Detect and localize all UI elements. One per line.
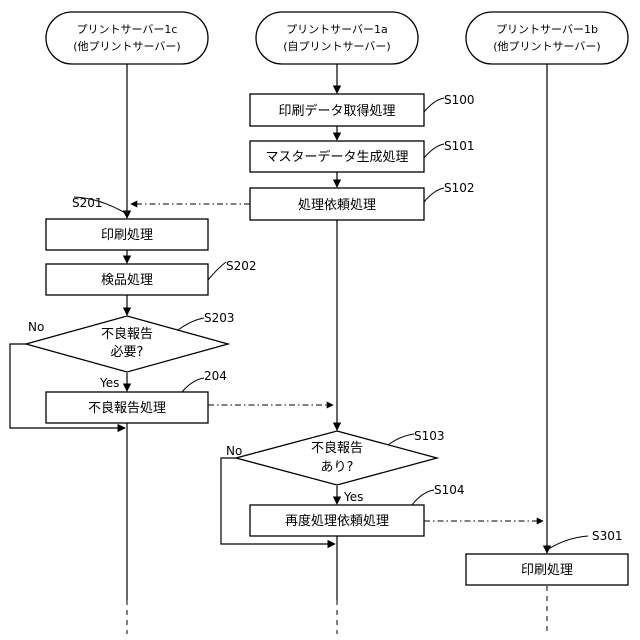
process-s201: 印刷処理 [46, 219, 208, 250]
decision-s103-yes-label: Yes [343, 490, 363, 504]
leader-s100 [424, 98, 444, 112]
step-s104: S104 [434, 483, 465, 497]
step-s203: S203 [204, 311, 235, 325]
step-s202: S202 [226, 259, 257, 273]
lane-1c-name: プリントサーバー1c [77, 23, 178, 36]
process-s100: 印刷データ取得処理 [250, 94, 424, 126]
leader-s301 [547, 536, 588, 550]
step-s301: S301 [592, 529, 623, 543]
decision-s203-yes-label: Yes [99, 376, 119, 390]
process-s301-label: 印刷処理 [521, 563, 573, 578]
decision-s103-line2: あり? [321, 460, 354, 475]
process-s102: 処理依頼処理 [250, 188, 424, 220]
process-s101-label: マスターデータ生成処理 [265, 149, 408, 165]
leader-s103 [388, 434, 414, 445]
process-s100-label: 印刷データ取得処理 [278, 103, 395, 119]
decision-s203-no-label: No [28, 320, 44, 334]
process-s202: 検品処理 [46, 264, 208, 295]
decision-s103-no-label: No [226, 444, 242, 458]
step-s103: S103 [414, 429, 445, 443]
step-s102: S102 [444, 181, 475, 195]
lane-header-1a: プリントサーバー1a (自プリントサーバー) [256, 12, 418, 64]
decision-s203-line2: 必要? [111, 345, 144, 360]
decision-s103-line1: 不良報告 [311, 440, 363, 456]
process-s204-label: 不良報告処理 [88, 400, 166, 416]
process-s102-label: 処理依頼処理 [298, 198, 376, 213]
step-s100: S100 [444, 93, 475, 107]
step-s201: S201 [72, 196, 103, 210]
lane-1b-role: (他プリントサーバー) [493, 40, 600, 53]
process-s104-label: 再度処理依頼処理 [285, 513, 389, 529]
lane-header-1b: プリントサーバー1b (他プリントサーバー) [466, 12, 628, 64]
lane-1c-role: (他プリントサーバー) [73, 40, 180, 53]
step-s101: S101 [444, 139, 475, 153]
lane-1a-name: プリントサーバー1a [286, 23, 388, 36]
leader-s202 [208, 262, 226, 280]
lane-header-1c: プリントサーバー1c (他プリントサーバー) [46, 12, 208, 64]
process-s301: 印刷処理 [466, 554, 628, 585]
process-s104: 再度処理依頼処理 [250, 505, 424, 536]
decision-s203-line1: 不良報告 [101, 326, 153, 342]
decision-s203: 不良報告 必要? [26, 316, 228, 372]
process-s201-label: 印刷処理 [101, 228, 153, 243]
leader-s104 [412, 490, 434, 505]
process-s204: 不良報告処理 [46, 392, 208, 423]
leader-s101 [424, 144, 444, 158]
process-s202-label: 検品処理 [101, 273, 153, 288]
decision-s103: 不良報告 あり? [236, 431, 437, 485]
leader-s204 [182, 378, 204, 392]
leader-s203 [178, 318, 204, 330]
lane-1a-role: (自プリントサーバー) [283, 40, 390, 53]
leader-s102 [424, 188, 444, 202]
step-s204: 204 [204, 369, 227, 383]
process-s101: マスターデータ生成処理 [250, 141, 424, 172]
lane-1b-name: プリントサーバー1b [496, 23, 598, 36]
